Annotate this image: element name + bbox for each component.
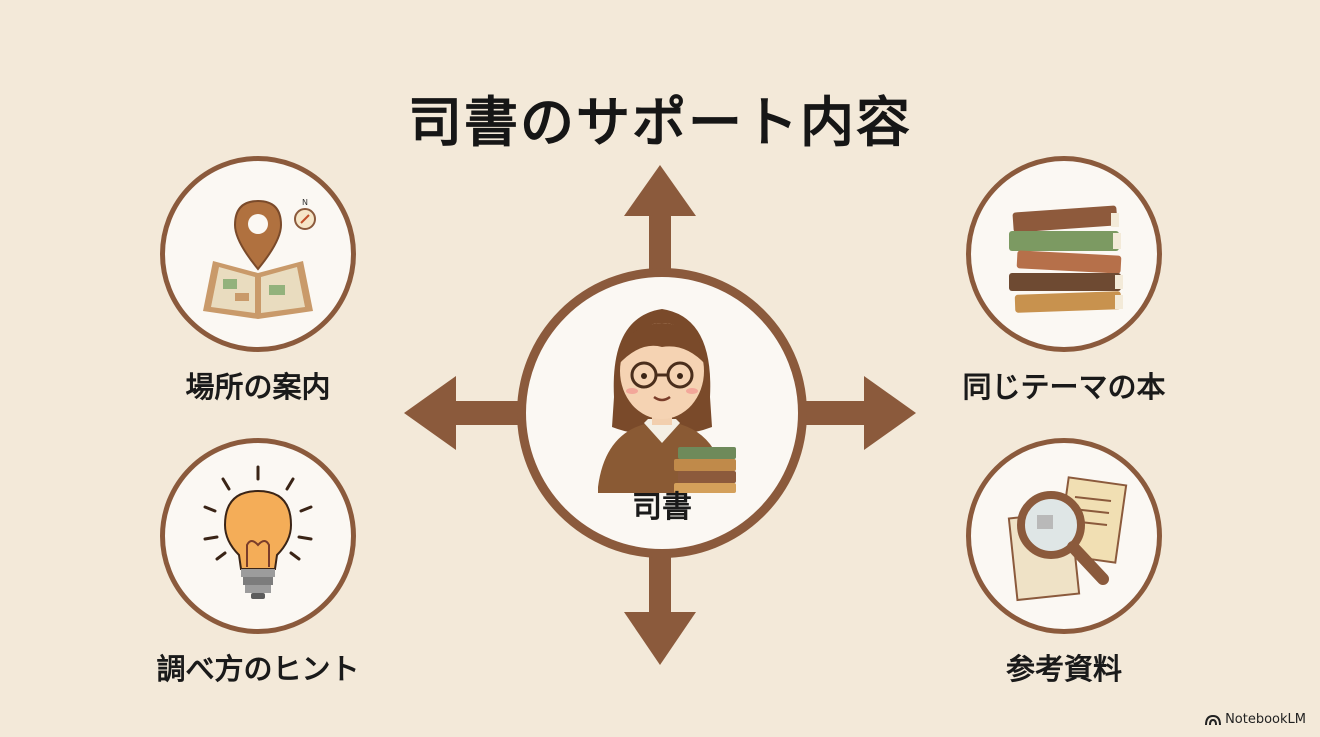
svg-text:N: N — [302, 198, 308, 207]
node-location: N — [160, 156, 356, 352]
brand-watermark: NotebookLM — [1205, 712, 1306, 727]
node-references — [966, 438, 1162, 634]
center-node-librarian: 司書 — [517, 268, 807, 558]
page-title: 司書のサポート内容 — [408, 91, 912, 154]
label-location: 場所の案内 — [185, 370, 331, 404]
label-books: 同じテーマの本 — [962, 370, 1166, 404]
center-label: 司書 — [632, 490, 692, 525]
map-pin-icon: N — [203, 198, 316, 319]
node-hints — [160, 438, 356, 634]
brand-name: NotebookLM — [1225, 712, 1306, 727]
magnifier-documents-icon — [1007, 476, 1128, 602]
node-books — [966, 156, 1162, 352]
lightbulb-icon — [203, 465, 313, 599]
label-hints: 調べ方のヒント — [156, 652, 360, 686]
notebooklm-logo-icon — [1205, 714, 1222, 725]
label-references: 参考資料 — [1005, 652, 1122, 686]
librarian-icon — [598, 309, 736, 493]
book-stack-icon — [1009, 205, 1123, 313]
